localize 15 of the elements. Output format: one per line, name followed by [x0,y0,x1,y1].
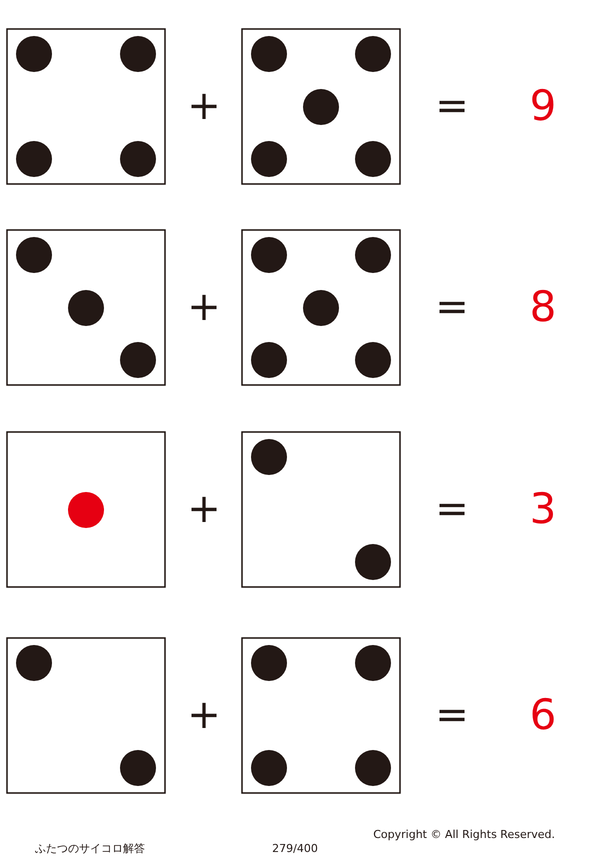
answer-number: 3 [530,488,556,530]
equals-sign: = [435,287,469,327]
answer-number: 8 [530,286,556,328]
answer-number: 6 [530,694,556,736]
page-number: 279/400 [272,843,318,854]
copyright-notice: Copyright © All Rights Reserved. [373,829,555,840]
equals-sign: = [435,695,469,735]
plus-sign: + [187,86,221,126]
answer-number: 9 [530,85,556,127]
plus-sign: + [187,489,221,529]
worksheet-title: ふたつのサイコロ解答 [35,843,145,854]
equals-sign: = [435,86,469,126]
equals-sign: = [435,489,469,529]
plus-sign: + [187,287,221,327]
plus-sign: + [187,695,221,735]
